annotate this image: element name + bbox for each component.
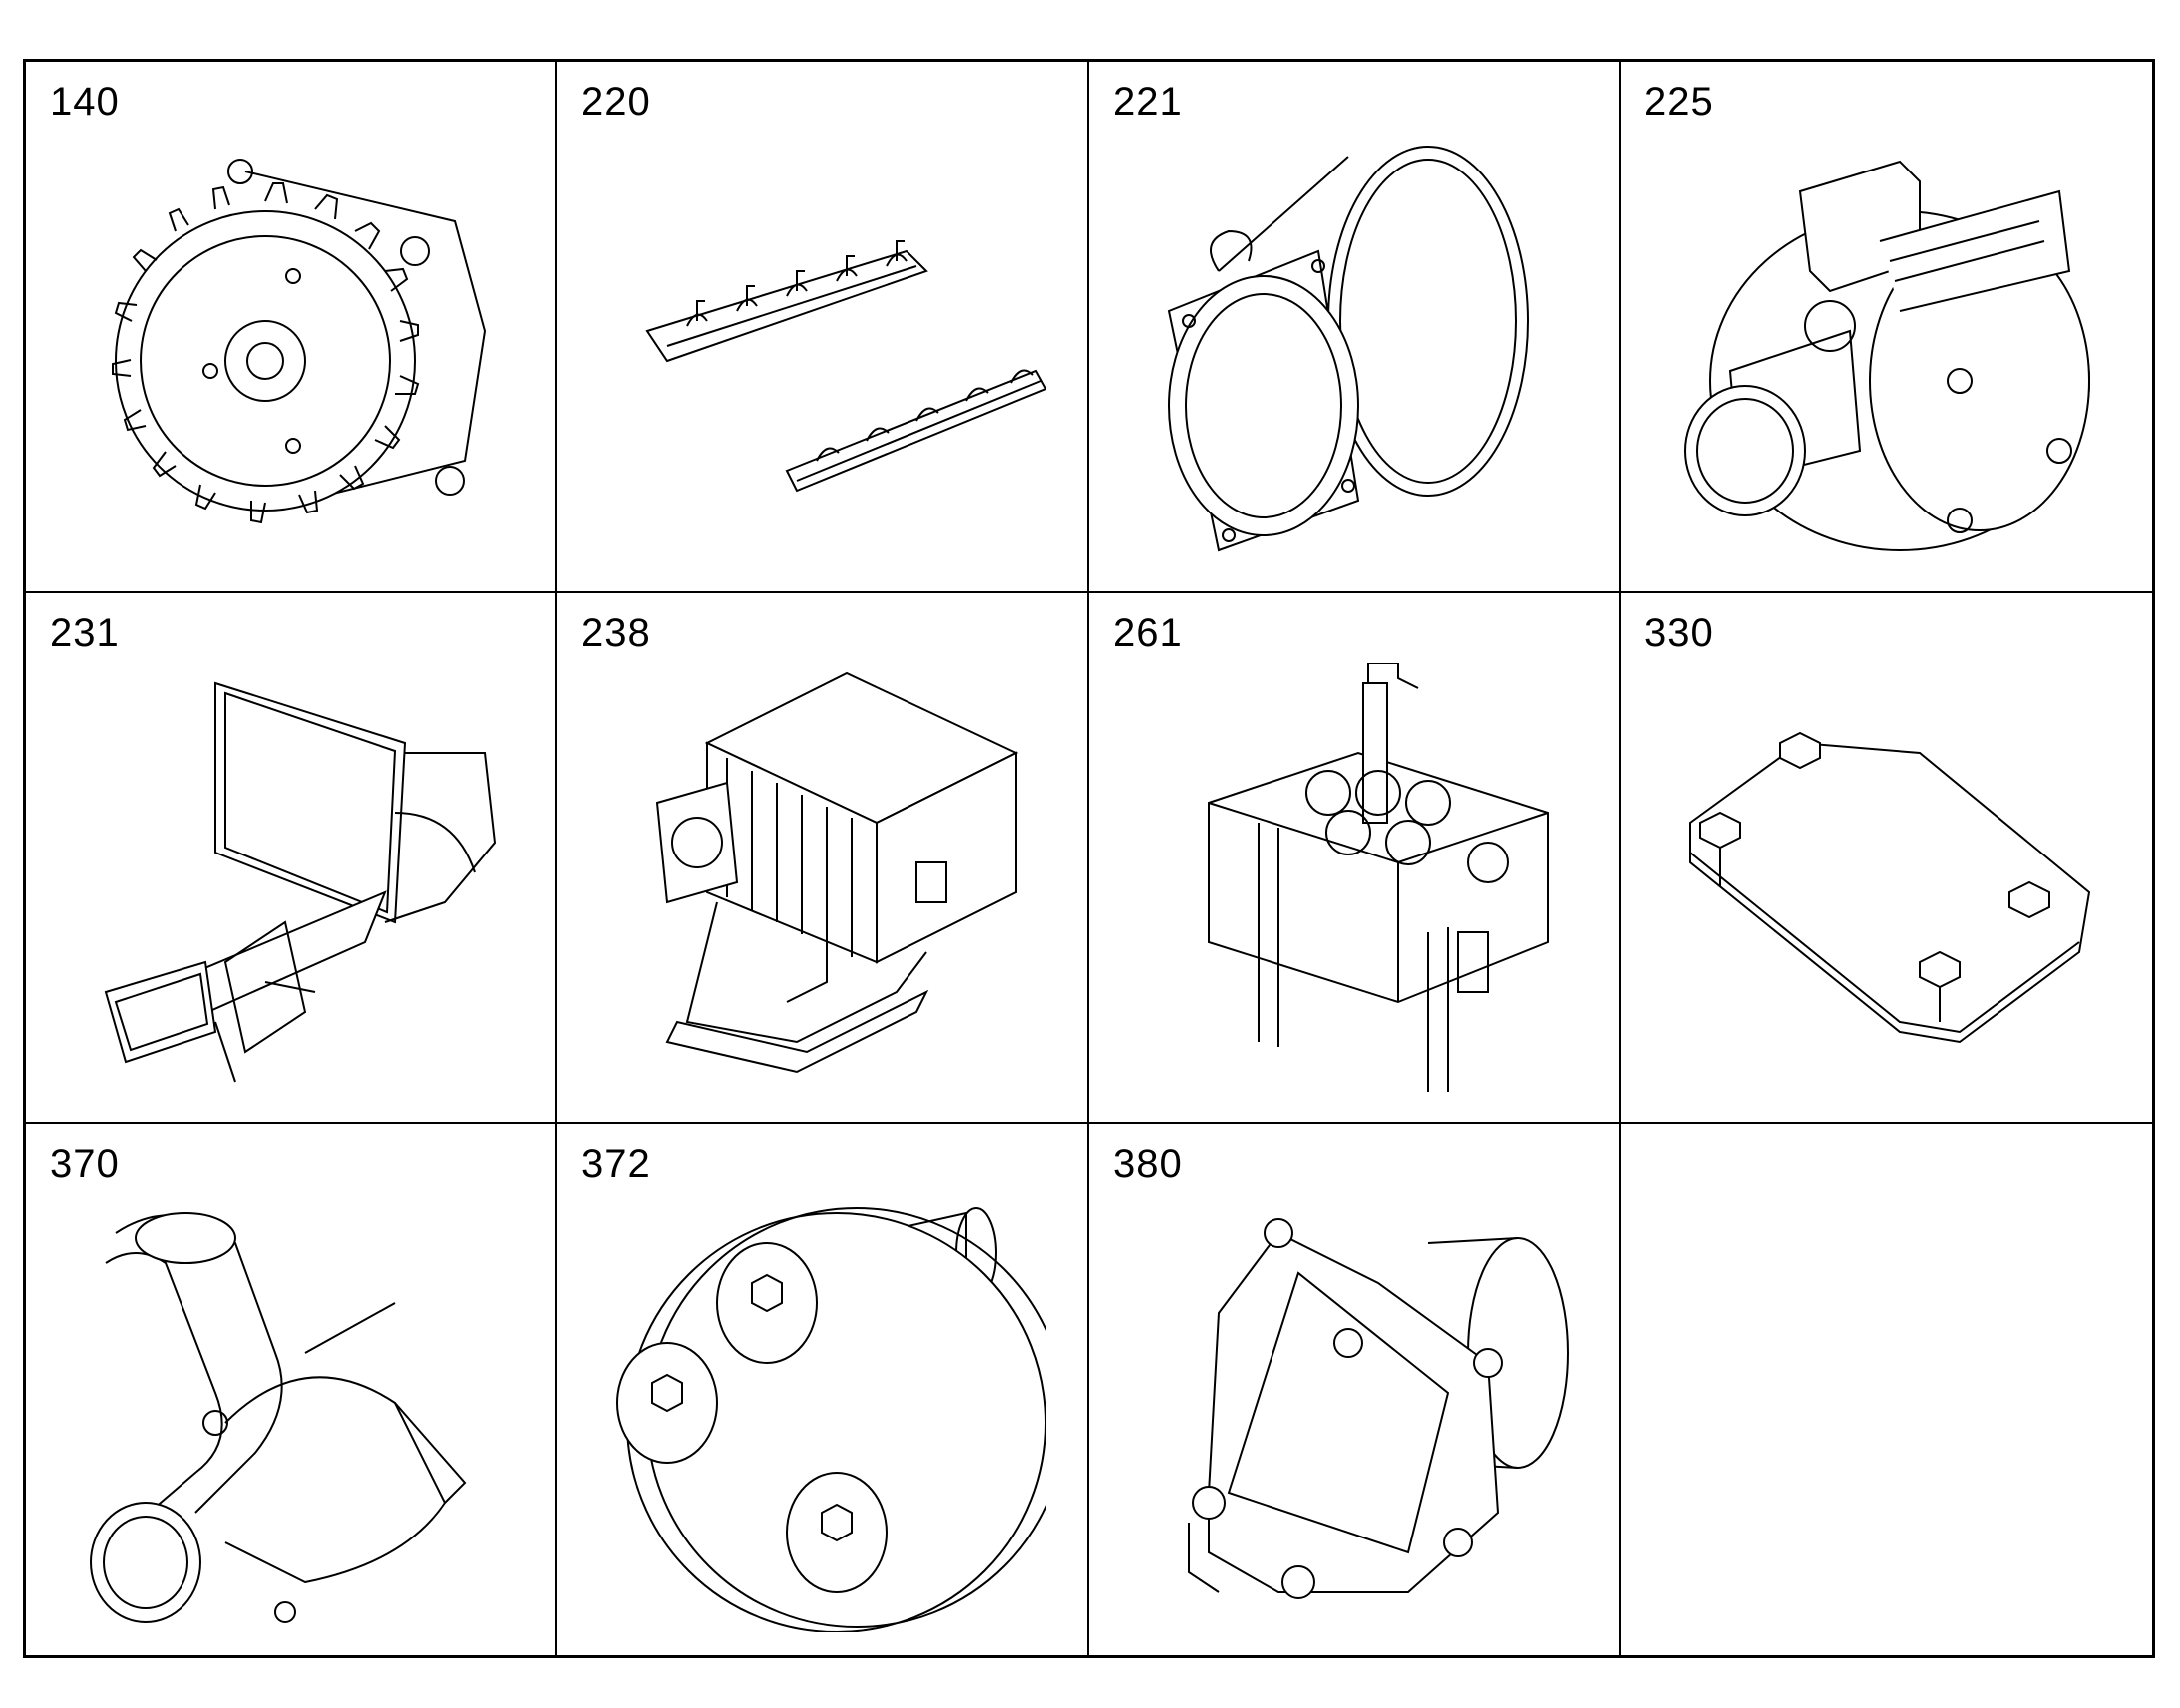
part-cell-380[interactable]: 380 (1089, 1124, 1621, 1655)
cover-plate-icon (1660, 663, 2109, 1102)
parts-grid: 140 220 (23, 59, 2155, 1658)
cone-housing-icon (1129, 132, 1578, 570)
gear-pump-icon (66, 132, 515, 570)
part-cell-261[interactable]: 261 (1089, 592, 1621, 1125)
part-number: 370 (50, 1142, 120, 1187)
flange-bolts-icon (597, 1194, 1067, 1634)
pump-housing-icon (1129, 1194, 1578, 1632)
part-number: 380 (1113, 1142, 1183, 1187)
cylinder-head-icon (1129, 661, 1578, 1102)
part-number: 330 (1644, 610, 1714, 655)
empty-cell (1621, 1124, 2152, 1655)
part-cell-370[interactable]: 370 (26, 1124, 557, 1655)
part-number: 221 (1113, 80, 1183, 124)
part-number: 231 (50, 610, 120, 655)
part-number: 225 (1644, 80, 1714, 124)
part-cell-221[interactable]: 221 (1089, 62, 1621, 593)
intake-duct-assembly-icon (66, 663, 515, 1102)
part-cell-140[interactable]: 140 (26, 62, 557, 593)
part-cell-225[interactable]: 225 (1621, 62, 2152, 593)
part-cell-238[interactable]: 238 (557, 592, 1089, 1125)
part-cell-330[interactable]: 330 (1621, 593, 2152, 1125)
part-number: 220 (581, 80, 651, 124)
charge-air-cooler-icon (597, 663, 1046, 1102)
part-number: 238 (581, 610, 651, 655)
part-number: 261 (1113, 610, 1183, 655)
manifold-rails-icon (597, 132, 1048, 570)
part-cell-372[interactable]: 372 (557, 1124, 1089, 1655)
part-number: 140 (50, 80, 120, 124)
elbow-pipe-icon (66, 1194, 515, 1632)
part-number: 372 (581, 1142, 651, 1187)
part-cell-220[interactable]: 220 (557, 62, 1089, 593)
part-cell-231[interactable]: 231 (26, 592, 557, 1125)
valve-actuator-icon (1660, 132, 2109, 570)
